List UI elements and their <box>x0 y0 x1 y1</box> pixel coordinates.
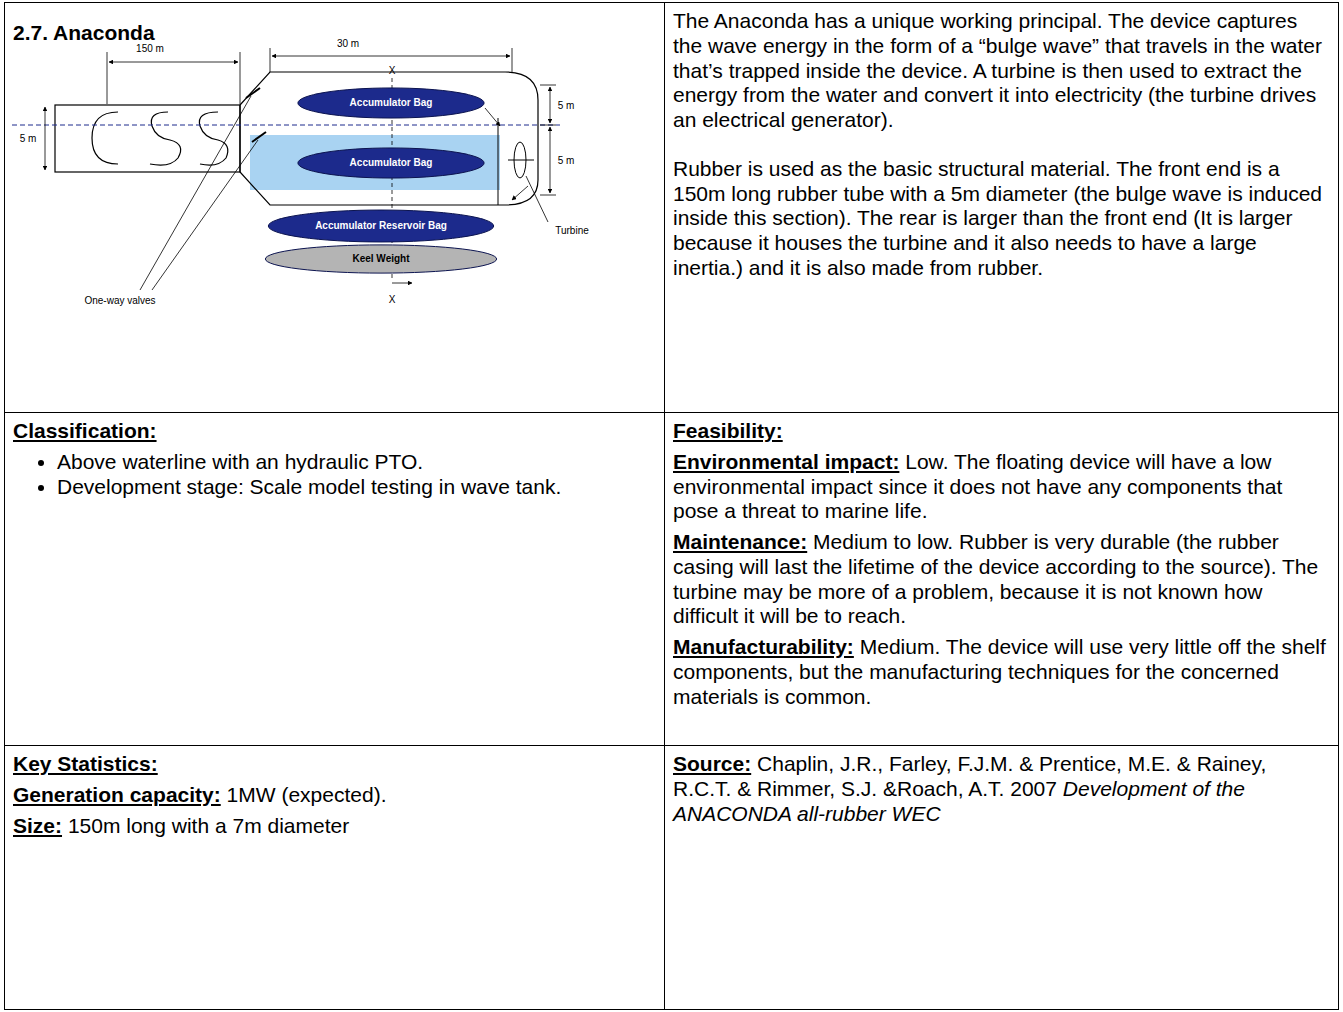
dimension-label: 30 m <box>336 38 360 49</box>
heading-text: Maintenance: <box>673 530 807 553</box>
body-outline <box>240 72 538 205</box>
dimension-arrow <box>550 127 551 193</box>
leader-line <box>140 96 251 290</box>
dimension-line <box>540 195 556 196</box>
leader-line <box>526 176 548 222</box>
front-tube <box>55 105 240 172</box>
body-text: Above waterline with an hydraulic PTO. <box>57 450 423 473</box>
body-text: 150m long with a 7m diameter <box>68 814 349 837</box>
paragraph: Development stage: Scale model testing i… <box>57 475 656 500</box>
valve-flap <box>246 88 260 98</box>
paragraph: Manufacturability:Medium. The device wil… <box>673 635 1330 709</box>
ellipse-shape <box>298 148 484 178</box>
body-text: The Anaconda has a unique working princi… <box>673 9 1322 131</box>
bag-label: Accumulator Bag <box>350 97 433 109</box>
paragraph: Environmental impact:Low. The floating d… <box>673 450 1330 524</box>
heading-text: Manufacturability: <box>673 635 854 658</box>
bulge-wave <box>150 112 181 165</box>
part-label: One-way valves <box>83 295 156 306</box>
bullet-list: Above waterline with an hydraulic PTO.De… <box>13 450 656 500</box>
bag-label: Accumulator Reservoir Bag <box>315 220 447 232</box>
dimension-line <box>270 48 271 72</box>
ellipse-text-box: Accumulator Bag <box>296 147 486 179</box>
dimension-label: X <box>388 65 397 76</box>
paragraph: Key Statistics: <box>13 752 656 777</box>
heading-text: Source: <box>673 752 751 775</box>
paragraph: Feasibility: <box>673 419 1330 444</box>
paragraph: Size: 150m long with a 7m diameter <box>13 814 656 839</box>
dimension-arrow <box>109 62 238 63</box>
dimension-label: 150 m <box>135 43 165 54</box>
dimension-line <box>512 48 513 72</box>
paragraph: Classification: <box>13 419 656 444</box>
dimension-line <box>240 52 241 104</box>
dimension-arrow <box>45 107 46 170</box>
table-cell: Key Statistics: Generation capacity: 1MW (… <box>4 745 665 1010</box>
dimension-arrow <box>550 87 551 123</box>
paragraph: Source:Chaplin, J.R., Farley, F.J.M. & P… <box>673 752 1330 826</box>
ellipse-shape <box>268 210 493 242</box>
ellipse-shape <box>265 245 496 273</box>
heading-text: Generation capacity: <box>13 783 221 806</box>
heading-text: 2.7. Anaconda <box>13 21 155 44</box>
table-cell: Source:Chaplin, J.R., Farley, F.J.M. & P… <box>664 745 1339 1010</box>
ellipse-text-box: Accumulator Reservoir Bag <box>266 209 496 243</box>
table-cell: The Anaconda has a unique working princi… <box>664 2 1339 413</box>
table-cell: Classification: Above waterline with an h… <box>4 412 665 746</box>
part-label: Turbine <box>554 225 590 236</box>
dimension-label: X <box>388 294 397 305</box>
water-band <box>250 135 500 190</box>
dimension-label: 5 m <box>19 133 38 144</box>
paragraph: Rubber is used as the basic structural m… <box>673 157 1330 281</box>
valve-flap <box>252 132 266 142</box>
accumulator-bag: Accumulator Bag <box>296 147 486 179</box>
paragraph: 2.7. Anaconda <box>13 21 656 46</box>
flow-arrow <box>512 186 528 200</box>
turbine-shaft <box>508 160 534 161</box>
bulge-wave <box>199 112 227 165</box>
dimension-label: 5 m <box>557 155 576 166</box>
ellipse-text-box: Accumulator Bag <box>296 87 486 119</box>
leader-line <box>152 140 258 290</box>
heading-text: Environmental impact: <box>673 450 899 473</box>
dimension-line <box>107 52 108 104</box>
water-line <box>12 125 560 126</box>
table-cell: 2.7. AnacondaAccumulator BagAccumulator … <box>4 2 665 413</box>
dimension-line <box>540 85 556 86</box>
bulge-wave <box>92 112 118 164</box>
ellipse-text-box: Keel Weight <box>263 244 499 274</box>
keel-weight: Keel Weight <box>263 244 499 274</box>
body-text: 1MW (expected). <box>227 783 387 806</box>
section-arrow <box>392 283 412 284</box>
heading-text: Classification: <box>13 419 157 442</box>
heading-text: Key Statistics: <box>13 752 158 775</box>
dimension-arrow <box>272 56 510 57</box>
body-text: Development stage: Scale model testing i… <box>57 475 561 498</box>
table-cell: Feasibility: Environmental impact:Low. Th… <box>664 412 1339 746</box>
paragraph: Maintenance:Medium to low. Rubber is ver… <box>673 530 1330 629</box>
paragraph: Above waterline with an hydraulic PTO. <box>57 450 656 475</box>
dimension-line <box>540 125 556 126</box>
heading-text: Size: <box>13 814 62 837</box>
chamber-wall <box>498 118 499 205</box>
ellipse-shape <box>298 88 484 118</box>
paragraph: The Anaconda has a unique working princi… <box>673 9 1330 133</box>
body-text: Rubber is used as the basic structural m… <box>673 157 1322 279</box>
flow-arrow <box>485 108 500 126</box>
bag-label: Accumulator Bag <box>350 157 433 169</box>
dimension-label: 5 m <box>557 100 576 111</box>
accumulator-bag: Accumulator Bag <box>296 87 486 119</box>
paragraph: Generation capacity: 1MW (expected). <box>13 783 656 808</box>
heading-text: Feasibility: <box>673 419 783 442</box>
reservoir-bag: Accumulator Reservoir Bag <box>266 209 496 243</box>
bag-label: Keel Weight <box>352 253 409 265</box>
